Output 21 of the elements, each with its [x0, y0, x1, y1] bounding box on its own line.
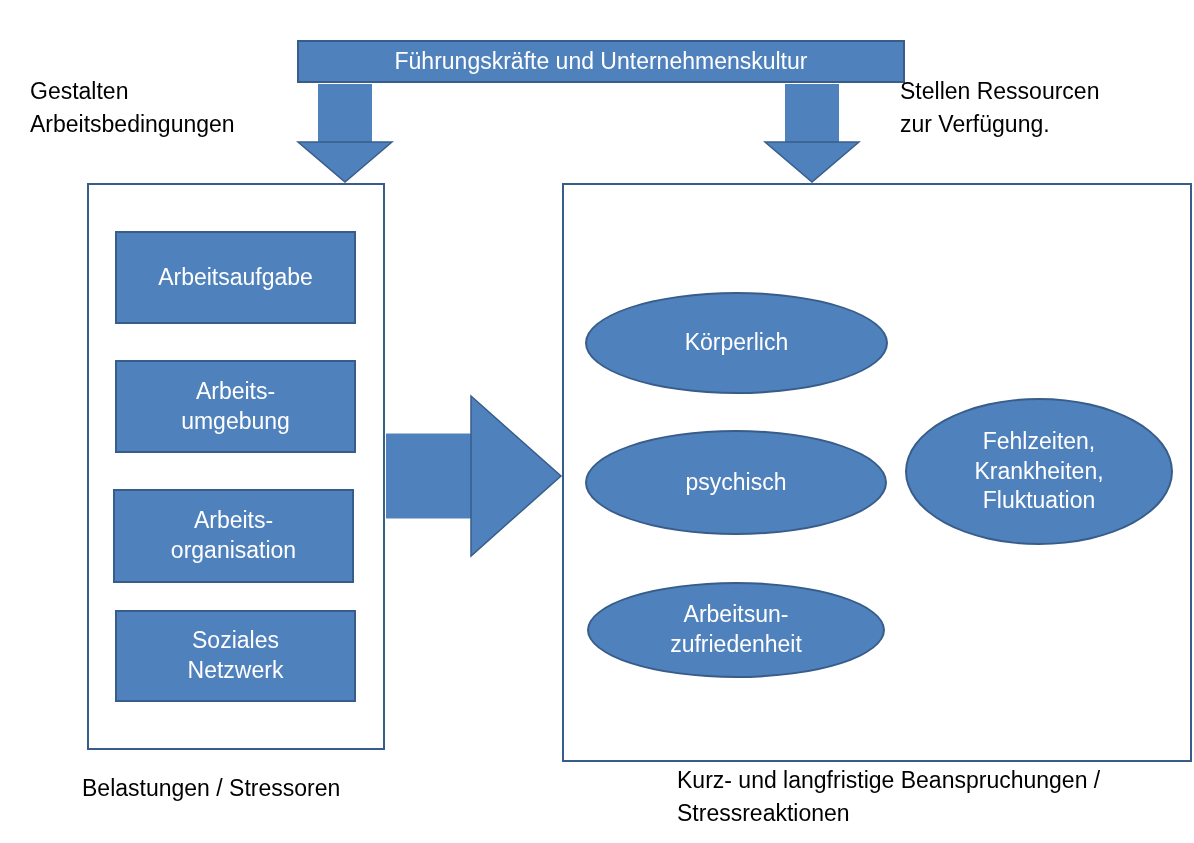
- edge-label: Gestalten Arbeitsbedingungen: [30, 77, 236, 140]
- title-box: [297, 40, 905, 83]
- node-label: Arbeitsaufgabe: [158, 262, 313, 292]
- node-label: Führungskräfte und Unternehmenskultur: [394, 46, 808, 76]
- node-label: Körperlich: [684, 328, 789, 358]
- node-label: Fehlzeiten, Krankheiten, Fluktuation: [973, 426, 1105, 516]
- node-label: Arbeits- umgebung: [180, 376, 291, 436]
- group-caption: Belastungen / Stressoren: [82, 774, 342, 803]
- node-label: Soziales Netzwerk: [186, 626, 285, 685]
- node-label: Arbeitsun- zufriedenheit: [669, 600, 803, 659]
- edge-label: Stellen Ressourcen zur Verfügung.: [900, 77, 1101, 140]
- group-caption: Kurz- und langfristige Beanspruchungen / Stressreaktionen: [677, 766, 1102, 829]
- process-box: [115, 610, 356, 702]
- process-box: [115, 360, 356, 453]
- node-label: Arbeits- organisation: [169, 506, 298, 565]
- process-box: [113, 489, 354, 583]
- node-label: psychisch: [685, 467, 787, 497]
- block-arrow: [297, 84, 393, 183]
- block-arrow: [386, 395, 562, 557]
- block-arrow: [764, 84, 860, 183]
- process-box: [115, 231, 356, 324]
